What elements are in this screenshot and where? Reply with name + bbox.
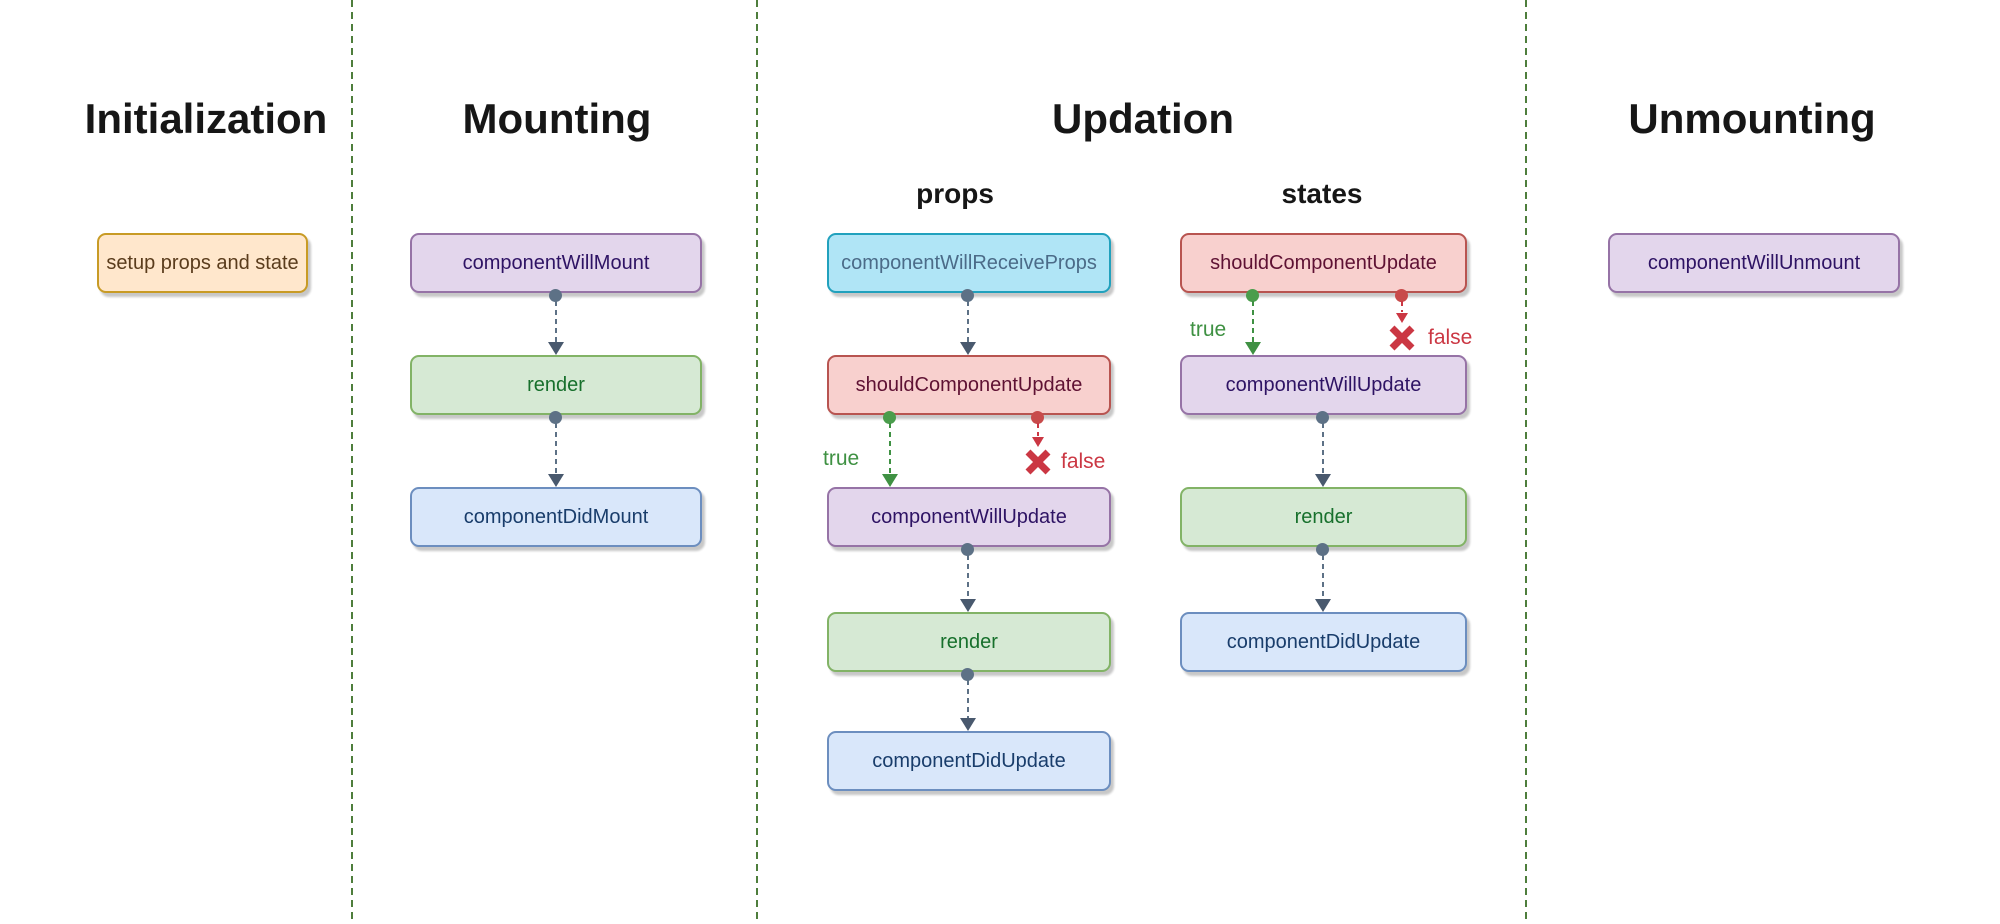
- cross-icon: [1025, 449, 1051, 475]
- section-divider: [756, 0, 758, 924]
- node-should-component-update-props: shouldComponentUpdate: [827, 355, 1111, 415]
- arrow-head-icon: [1396, 313, 1408, 323]
- node-render-props: render: [827, 612, 1111, 672]
- node-render-mounting: render: [410, 355, 702, 415]
- states-column-label: states: [1281, 178, 1363, 209]
- arrow-head-icon: [882, 474, 898, 487]
- node-setup-props-and-state: setup props and state: [97, 233, 308, 293]
- node-component-did-update-states: componentDidUpdate: [1180, 612, 1467, 672]
- arrow-source-dot: [961, 668, 974, 681]
- arrow-source-dot: [1395, 289, 1408, 302]
- section-title-mounting: Mounting: [462, 95, 652, 142]
- arrow-line: [1322, 555, 1324, 599]
- props-column-label: props: [916, 178, 994, 209]
- section-title-updation: Updation: [1052, 95, 1234, 142]
- arrow-line: [967, 680, 969, 718]
- arrow-source-dot: [549, 289, 562, 302]
- arrow-line: [967, 555, 969, 599]
- section-divider: [351, 0, 353, 924]
- arrow-line: [1037, 423, 1039, 436]
- arrow-source-dot: [961, 543, 974, 556]
- cross-icon: [1389, 325, 1415, 351]
- true-label: true: [823, 447, 860, 470]
- node-component-will-unmount: componentWillUnmount: [1608, 233, 1900, 293]
- arrow-head-icon: [960, 342, 976, 355]
- node-render-states: render: [1180, 487, 1467, 547]
- arrow-line: [1401, 301, 1403, 312]
- arrow-line: [889, 423, 891, 474]
- arrow-source-dot: [1246, 289, 1259, 302]
- arrow-line: [967, 301, 969, 342]
- arrow-line: [1322, 423, 1324, 474]
- false-label: false: [1428, 326, 1473, 349]
- node-component-did-mount: componentDidMount: [410, 487, 702, 547]
- arrow-head-icon: [1315, 599, 1331, 612]
- arrow-source-dot: [1316, 543, 1329, 556]
- section-title-unmounting: Unmounting: [1628, 95, 1876, 142]
- arrow-line: [555, 301, 557, 342]
- arrow-source-dot: [1031, 411, 1044, 424]
- arrow-source-dot: [883, 411, 896, 424]
- false-label: false: [1061, 450, 1106, 473]
- section-title-initialization: Initialization: [84, 95, 328, 142]
- arrow-source-dot: [1316, 411, 1329, 424]
- arrow-head-icon: [548, 474, 564, 487]
- node-component-did-update-props: componentDidUpdate: [827, 731, 1111, 791]
- arrow-source-dot: [549, 411, 562, 424]
- node-component-will-update-props: componentWillUpdate: [827, 487, 1111, 547]
- arrow-head-icon: [548, 342, 564, 355]
- arrow-line: [1252, 301, 1254, 342]
- arrow-head-icon: [1032, 437, 1044, 447]
- node-component-will-receive-props: componentWillReceiveProps: [827, 233, 1111, 293]
- arrow-source-dot: [961, 289, 974, 302]
- arrow-head-icon: [960, 718, 976, 731]
- section-divider: [1525, 0, 1527, 924]
- node-component-will-mount: componentWillMount: [410, 233, 702, 293]
- node-component-will-update-states: componentWillUpdate: [1180, 355, 1467, 415]
- arrow-head-icon: [960, 599, 976, 612]
- node-should-component-update-states: shouldComponentUpdate: [1180, 233, 1467, 293]
- arrow-line: [555, 423, 557, 474]
- true-label: true: [1190, 318, 1227, 341]
- arrow-head-icon: [1245, 342, 1261, 355]
- arrow-head-icon: [1315, 474, 1331, 487]
